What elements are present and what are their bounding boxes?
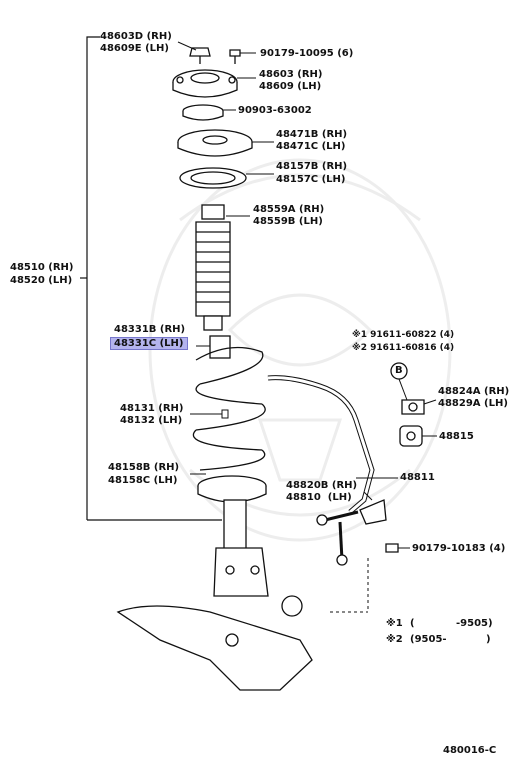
- label-lower-insulator-rh: 48158B (RH): [108, 462, 180, 473]
- label-link-rh: 48820B (RH): [286, 480, 358, 491]
- note-2-close: ): [486, 634, 491, 645]
- note-1-range: -9505): [456, 618, 493, 629]
- callout-b-letter: B: [395, 365, 403, 376]
- bearing: [182, 104, 224, 121]
- label-mount-bolt: 90179-10095 (6): [260, 48, 354, 59]
- label-bearing: 90903-63002: [238, 105, 312, 116]
- shock-body: [213, 499, 269, 597]
- label-link-lh: 48810 (LH): [286, 492, 352, 503]
- label-upper-seat-rh: 48471B (RH): [276, 129, 348, 140]
- bushing-drawing: [399, 425, 423, 447]
- label-stabilizer-bracket-rh: 48824A (RH): [438, 386, 510, 397]
- stabilizer-bracket-drawing: [401, 399, 425, 415]
- bump-stopper: [209, 335, 231, 359]
- link-nut-drawing: [385, 543, 399, 553]
- label-stabilizer-bracket-lh: 48829A (LH): [438, 398, 508, 409]
- figure-code: 480016-C: [443, 745, 497, 756]
- lower-spring-seat: [197, 475, 267, 503]
- label-upper-insulator-lh: 48157C (LH): [276, 174, 346, 185]
- label-upper-insulator-rh: 48157B (RH): [276, 161, 348, 172]
- label-support-lh: 48609 (LH): [259, 81, 322, 92]
- label-coil-spring-rh: 48131 (RH): [120, 403, 184, 414]
- label-strut-assy-rh: 48510 (RH): [10, 262, 74, 273]
- dust-boot: [195, 204, 231, 331]
- label-bracket-bolt-1: ※1 91611-60822 (4): [352, 330, 455, 340]
- note-2-open: (9505-: [410, 634, 447, 645]
- label-bushing: 48815: [439, 431, 474, 442]
- label-strut-assy-lh: 48520 (LH): [10, 275, 73, 286]
- stabilizer-link-drawing: [316, 499, 387, 566]
- strut-bracket-line: [86, 36, 100, 520]
- note-1-marker: ※1: [386, 618, 403, 629]
- upper-insulator: [179, 167, 247, 189]
- label-bracket-bolt-2: ※2 91611-60816 (4): [352, 343, 455, 353]
- upper-support: [172, 69, 238, 98]
- coil-spring: [192, 346, 266, 471]
- label-insulator-nut-rh: 48603D (RH): [100, 31, 172, 42]
- label-lower-insulator-lh: 48158C (LH): [108, 475, 178, 486]
- label-link-nut: 90179-10183 (4): [412, 543, 506, 554]
- leader-lines: [177, 41, 437, 549]
- label-dust-boot-rh: 48559A (RH): [253, 204, 325, 215]
- label-stabilizer-bar: 48811: [400, 472, 435, 483]
- lower-arm: [116, 605, 313, 691]
- label-coil-spring-lh: 48132 (LH): [120, 415, 183, 426]
- label-bumper-lh-highlighted[interactable]: 48331C (LH): [110, 337, 188, 350]
- label-support-rh: 48603 (RH): [259, 69, 323, 80]
- note-2-marker: ※2: [386, 634, 403, 645]
- upper-spring-seat: [177, 129, 253, 157]
- note-1-open: (: [410, 618, 415, 629]
- label-bumper-rh: 48331B (RH): [114, 324, 186, 335]
- label-dust-boot-lh: 48559B (LH): [253, 216, 323, 227]
- label-upper-seat-lh: 48471C (LH): [276, 141, 346, 152]
- mount-bolt: [229, 49, 241, 64]
- label-insulator-nut-lh: 48609E (LH): [100, 43, 169, 54]
